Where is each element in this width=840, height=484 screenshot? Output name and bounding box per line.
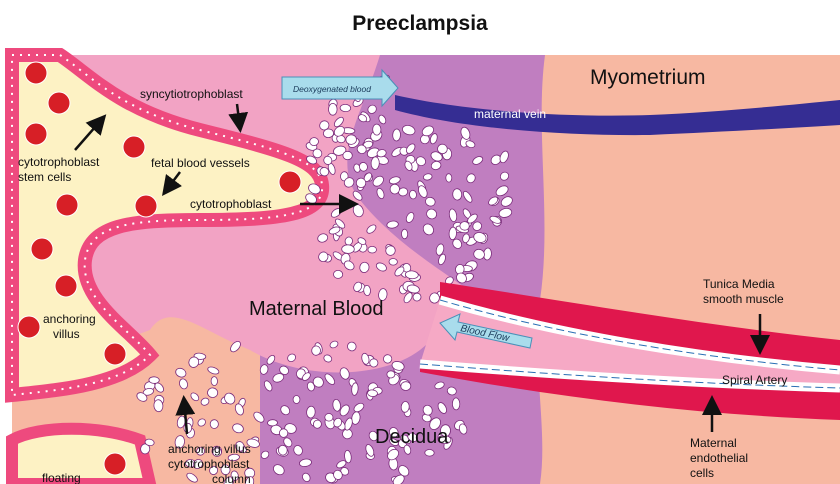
cytotrophoblast-cell bbox=[371, 157, 380, 170]
cytotrophoblast-cell bbox=[387, 371, 395, 378]
cytotrophoblast-cell bbox=[207, 387, 218, 397]
label-spiral-artery: Spiral Artery bbox=[722, 373, 787, 387]
label-tunica-media-line2: smooth muscle bbox=[703, 292, 784, 306]
cytotrophoblast-cell bbox=[211, 376, 218, 385]
cytotrophoblast-cell bbox=[333, 270, 342, 278]
label-cytotrophoblast: cytotrophoblast bbox=[190, 197, 272, 211]
fetal-vessel bbox=[279, 171, 301, 193]
label-anchoring-villus-line2: villus bbox=[53, 327, 80, 341]
fetal-vessel bbox=[135, 195, 157, 217]
label-syncytiotrophoblast: syncytiotrophoblast bbox=[140, 87, 243, 101]
cytotrophoblast-cell bbox=[267, 420, 277, 427]
fetal-vessel bbox=[48, 92, 70, 114]
cytotrophoblast-cell bbox=[401, 382, 411, 391]
label-maternal-vein: maternal vein bbox=[474, 107, 546, 121]
label-floating: floating bbox=[42, 471, 81, 484]
label-maternal-endothelial-line1: Maternal bbox=[690, 436, 737, 450]
cytotrophoblast-cell bbox=[342, 245, 355, 254]
cytotrophoblast-cell bbox=[390, 184, 399, 194]
label-decidua: Decidua bbox=[375, 426, 449, 448]
label-maternal-endothelial-line2: endothelial bbox=[690, 451, 748, 465]
label-deoxygenated-blood: Deoxygenated blood bbox=[293, 84, 371, 94]
label-anchoring-villus-line1: anchoring bbox=[43, 312, 96, 326]
cytotrophoblast-cell bbox=[325, 413, 333, 421]
cytotrophoblast-cell bbox=[293, 396, 300, 404]
label-cytotrophoblast-stem-line1: cytotrophoblast bbox=[18, 155, 100, 169]
cytotrophoblast-cell bbox=[401, 229, 407, 239]
cytotrophoblast-cell bbox=[363, 285, 370, 296]
label-maternal-blood: Maternal Blood bbox=[249, 298, 384, 320]
fetal-vessel bbox=[25, 123, 47, 145]
cytotrophoblast-cell bbox=[149, 377, 160, 384]
cytotrophoblast-cell bbox=[343, 151, 353, 160]
fetal-vessel bbox=[104, 453, 126, 475]
cytotrophoblast-cell bbox=[340, 104, 351, 112]
cytotrophoblast-cell bbox=[329, 103, 338, 115]
fetal-vessel bbox=[31, 238, 53, 260]
label-anchoring-column-line1: anchoring villus bbox=[168, 442, 251, 456]
cytotrophoblast-cell bbox=[210, 420, 218, 429]
cytotrophoblast-cell bbox=[452, 398, 460, 410]
label-anchoring-column-line3: column bbox=[212, 472, 251, 484]
cytotrophoblast-cell bbox=[279, 429, 288, 438]
cytotrophoblast-cell bbox=[392, 129, 400, 141]
fetal-vessel bbox=[55, 275, 77, 297]
label-fetal-blood-vessels: fetal blood vessels bbox=[151, 156, 250, 170]
cytotrophoblast-cell bbox=[373, 124, 382, 135]
fetal-vessel bbox=[25, 62, 47, 84]
label-anchoring-column-line2: cytotrophoblast bbox=[168, 457, 250, 471]
cytotrophoblast-cell bbox=[446, 174, 452, 183]
label-myometrium: Myometrium bbox=[590, 66, 706, 89]
floating-villus bbox=[12, 429, 150, 484]
cytotrophoblast-cell bbox=[309, 137, 318, 146]
label-tunica-media-line1: Tunica Media bbox=[703, 277, 775, 291]
label-maternal-endothelial-line3: cells bbox=[690, 466, 714, 480]
cytotrophoblast-cell bbox=[368, 246, 377, 253]
fetal-vessel bbox=[104, 343, 126, 365]
cytotrophoblast-cell bbox=[389, 258, 398, 265]
fetal-vessel bbox=[18, 316, 40, 338]
fetal-vessel bbox=[56, 194, 78, 216]
label-cytotrophoblast-stem-line2: stem cells bbox=[18, 170, 71, 184]
fetal-vessel bbox=[123, 136, 145, 158]
cytotrophoblast-cell bbox=[425, 449, 435, 456]
